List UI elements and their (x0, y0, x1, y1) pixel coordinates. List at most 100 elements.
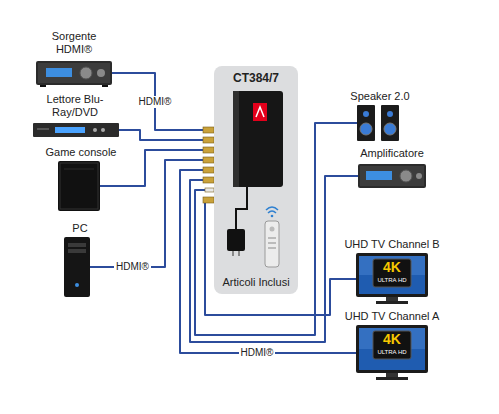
graphic-part (90, 266, 100, 268)
pc-tower-icon (60, 237, 100, 297)
graphic-part (203, 137, 214, 143)
badge-caption: ULTRA HD (377, 349, 406, 356)
graphic-part (376, 301, 408, 304)
graphic-part (384, 123, 396, 135)
graphic-part (97, 69, 105, 77)
graphic-part (203, 147, 214, 153)
graphic-part (356, 253, 428, 297)
graphic-part (203, 127, 214, 133)
device-label: Lettore Blu-Ray/DVD (29, 93, 121, 119)
graphic-part (68, 249, 86, 253)
pc-tower: PC (60, 222, 100, 297)
graphic-part (38, 63, 110, 83)
graphic-part (373, 259, 411, 287)
switch-panel: CT384/7Articoli Inclusi (214, 66, 298, 294)
graphic-part (416, 173, 422, 179)
hdmi-source: Sorgente HDMI® (28, 30, 120, 88)
game-console: Game console (42, 146, 120, 211)
graphic-part (360, 166, 424, 186)
hdmi-cable (100, 160, 214, 267)
device-label: UHD TV Channel A (334, 310, 450, 323)
device-label: Speaker 2.0 (345, 90, 415, 103)
graphic-part (271, 215, 274, 218)
graphic-part (80, 67, 92, 79)
graphic-part (360, 123, 372, 135)
badge-caption: ULTRA HD (377, 277, 406, 284)
graphic-part (100, 185, 120, 187)
graphic-part (75, 283, 79, 287)
graphic-part (266, 207, 278, 210)
graphic-part (253, 103, 267, 121)
graphic-part (203, 167, 214, 173)
hdmi-cable (120, 73, 214, 130)
hdmi-source-icon (28, 58, 120, 88)
graphic-part (64, 169, 94, 170)
graphic-part (265, 221, 279, 267)
graphic-part (233, 91, 239, 187)
graphic-part (268, 211, 276, 213)
product-code: CT384/7 (217, 71, 295, 85)
graphic-part (386, 297, 398, 301)
graphic-part (356, 325, 428, 373)
graphic-part (363, 111, 369, 117)
device-label: Amplificatore (352, 147, 432, 160)
graphic-part (203, 157, 214, 163)
device-label: Game console (42, 146, 120, 159)
graphic-part (236, 187, 247, 229)
graphic-part (36, 61, 112, 85)
resolution-badge: 4K (383, 332, 401, 347)
speaker-icon (345, 105, 415, 141)
graphic-part (203, 177, 214, 183)
graphic-part (359, 328, 425, 370)
graphic-part (64, 237, 90, 297)
cable-label: HDMI® (137, 96, 174, 108)
graphic-part (270, 227, 275, 232)
cable-label: HDMI® (114, 261, 151, 273)
graphic-part (268, 237, 276, 239)
graphic-part (268, 247, 276, 249)
graphic-part (58, 161, 100, 211)
graphic-part (101, 128, 105, 132)
graphic-part (119, 129, 125, 131)
graphic-part (60, 163, 98, 209)
graphic-part (227, 229, 245, 251)
graphic-part (359, 328, 425, 349)
included-items-art (217, 89, 295, 274)
cable-label: HDMI® (239, 347, 276, 359)
game-console-icon (42, 161, 120, 211)
graphic-part (359, 256, 425, 294)
graphic-part (357, 105, 375, 141)
graphic-part (381, 105, 399, 141)
graphic-part (376, 377, 408, 380)
graphic-part (334, 352, 356, 354)
resolution-badge: 4K (383, 260, 401, 275)
graphic-part (334, 278, 356, 280)
device-label: PC (60, 222, 100, 235)
device-label: Sorgente HDMI® (45, 30, 103, 56)
graphic-part (352, 175, 358, 177)
graphic-part (386, 373, 398, 377)
amplifier-icon (352, 162, 432, 190)
graphic-part (55, 127, 85, 133)
graphic-part (232, 251, 234, 256)
graphic-part (358, 164, 426, 188)
amplifier: Amplificatore (352, 147, 432, 190)
panel-caption: Articoli Inclusi (217, 276, 295, 289)
graphic-part (203, 197, 214, 203)
graphic-part (112, 72, 120, 74)
graphic-part (46, 68, 72, 77)
bluray-player-icon (25, 121, 125, 139)
graphic-part (205, 188, 214, 192)
graphic-part (256, 107, 264, 117)
graphic-part (345, 122, 357, 124)
graphic-part (102, 85, 108, 87)
graphic-part (233, 91, 283, 187)
graphic-part (37, 128, 49, 130)
graphic-part (238, 251, 240, 256)
graphic-part (93, 128, 97, 132)
graphic-part (68, 243, 86, 247)
graphic-part (366, 171, 392, 180)
graphic-part (400, 170, 412, 182)
bluray-player: Lettore Blu-Ray/DVD (25, 93, 125, 139)
graphic-part (268, 242, 276, 244)
